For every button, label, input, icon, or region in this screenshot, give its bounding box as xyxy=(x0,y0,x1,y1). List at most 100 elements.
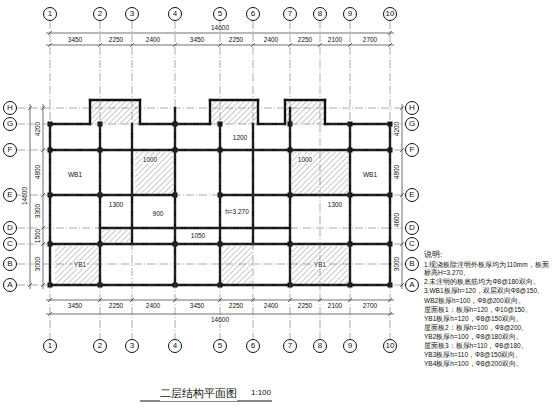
dimension: 4800 xyxy=(34,164,41,180)
note-text: YB3板厚h=110，Φ8@150双向。 xyxy=(424,351,554,359)
axis-line xyxy=(132,21,133,339)
dimension: 14600 xyxy=(210,316,230,323)
axis-bubble: F xyxy=(3,143,17,157)
axis-bubble: 2 xyxy=(93,339,107,353)
axis-number: G xyxy=(7,120,13,128)
room-note: 1300 xyxy=(327,201,343,208)
drawing-title: 二层结构平面图 xyxy=(160,386,237,401)
axis-number: E xyxy=(7,191,12,199)
dimension: 3450 xyxy=(189,302,205,309)
axis-bubble: B xyxy=(3,257,17,271)
axis-bubble: 5 xyxy=(213,339,227,353)
axis-bubble: 8 xyxy=(313,339,327,353)
scale: 1:100 xyxy=(250,389,272,398)
axis-bubble: 9 xyxy=(343,339,357,353)
dimension: 4200 xyxy=(34,121,41,137)
axis-number: H xyxy=(7,104,13,112)
axis-bubble: G xyxy=(405,117,419,131)
axis-number: H xyxy=(409,104,415,112)
dimension: 2100 xyxy=(327,302,343,309)
axis-bubble: 3 xyxy=(125,339,139,353)
room-note: 1000 xyxy=(297,156,313,163)
dimension: 2100 xyxy=(327,36,343,43)
axis-bubble: B xyxy=(405,257,419,271)
axis-number: 5 xyxy=(218,10,222,18)
room-note: YB1 xyxy=(73,261,87,268)
dimension: 4800 xyxy=(393,164,400,180)
dimension: 3000 xyxy=(393,256,400,272)
axis-bubble: F xyxy=(405,143,419,157)
dimension: 2250 xyxy=(228,302,244,309)
axis-bubble: 3 xyxy=(125,7,139,21)
axis-bubble: 10 xyxy=(383,7,397,21)
axis-line xyxy=(17,195,405,196)
axis-line xyxy=(100,21,101,339)
axis-bubble: C xyxy=(405,237,419,251)
axis-line xyxy=(17,285,405,286)
axis-line xyxy=(17,244,405,245)
axis-number: 3 xyxy=(130,10,134,18)
room-note: YB1 xyxy=(313,261,327,268)
axis-bubble: C xyxy=(3,237,17,251)
axis-number: A xyxy=(409,281,414,289)
dimension: 1500 xyxy=(34,228,41,244)
note-text: YB4板厚h=100，Φ8@200双向。 xyxy=(424,360,554,368)
axis-bubble: 1 xyxy=(43,339,57,353)
dimension: 3450 xyxy=(189,36,205,43)
axis-number: 1 xyxy=(48,10,52,18)
axis-line xyxy=(17,150,405,151)
dimension: 14600 xyxy=(210,24,230,31)
axis-line xyxy=(17,228,405,229)
dimension: 2250 xyxy=(297,36,313,43)
axis-number: 8 xyxy=(318,342,322,350)
axis-number: 6 xyxy=(251,342,255,350)
dimension: 2250 xyxy=(228,36,244,43)
note-text: WB2板厚h=100，Φ8@200双向。 xyxy=(424,297,554,305)
axis-bubble: 6 xyxy=(246,7,260,21)
room-note: WB1 xyxy=(67,171,83,178)
axis-number: 9 xyxy=(348,342,352,350)
axis-line xyxy=(17,108,405,109)
dimension: 2250 xyxy=(297,302,313,309)
axis-number: 2 xyxy=(98,10,102,18)
axis-bubble: 5 xyxy=(213,7,227,21)
note-text: 屋面板2：板厚h=100，Φ8@200。 xyxy=(424,324,554,332)
axis-number: 5 xyxy=(218,342,222,350)
dimension: 4600 xyxy=(393,212,400,228)
axis-number: G xyxy=(409,120,415,128)
axis-number: C xyxy=(409,240,415,248)
room-note: WB1 xyxy=(362,171,378,178)
dimension: 2250 xyxy=(108,302,124,309)
notes-heading: 说明: xyxy=(424,250,554,260)
axis-bubble: 1 xyxy=(43,7,57,21)
axis-number: E xyxy=(409,191,414,199)
room-note: h=3.270 xyxy=(224,208,250,215)
axis-bubble: G xyxy=(3,117,17,131)
axis-bubble: A xyxy=(3,278,17,292)
axis-number: 8 xyxy=(318,10,322,18)
axis-number: B xyxy=(7,260,12,268)
note-text: YB2板厚h=100，Φ8@180双向。 xyxy=(424,333,554,341)
dimension: 14600 xyxy=(21,186,28,206)
axis-number: 3 xyxy=(130,342,134,350)
axis-bubble: 7 xyxy=(283,339,297,353)
dimension: 3300 xyxy=(34,203,41,219)
room-note: 1300 xyxy=(108,201,124,208)
axis-number: F xyxy=(410,146,415,154)
axis-bubble: D xyxy=(3,221,17,235)
note-text: 屋面板1：板厚h=120，Φ10@150。 xyxy=(424,306,554,314)
dimension: 2400 xyxy=(145,36,161,43)
axis-line xyxy=(50,21,51,339)
axis-line xyxy=(17,124,405,125)
axis-bubble: E xyxy=(405,188,419,202)
axis-line xyxy=(253,21,254,339)
axis-bubble: H xyxy=(405,101,419,115)
axis-number: 6 xyxy=(251,10,255,18)
axis-bubble: 7 xyxy=(283,7,297,21)
axis-bubble: 8 xyxy=(313,7,327,21)
axis-line xyxy=(290,21,291,339)
axis-line xyxy=(320,21,321,339)
axis-number: A xyxy=(7,281,12,289)
dimension: 3000 xyxy=(34,256,41,272)
axis-number: D xyxy=(409,224,415,232)
